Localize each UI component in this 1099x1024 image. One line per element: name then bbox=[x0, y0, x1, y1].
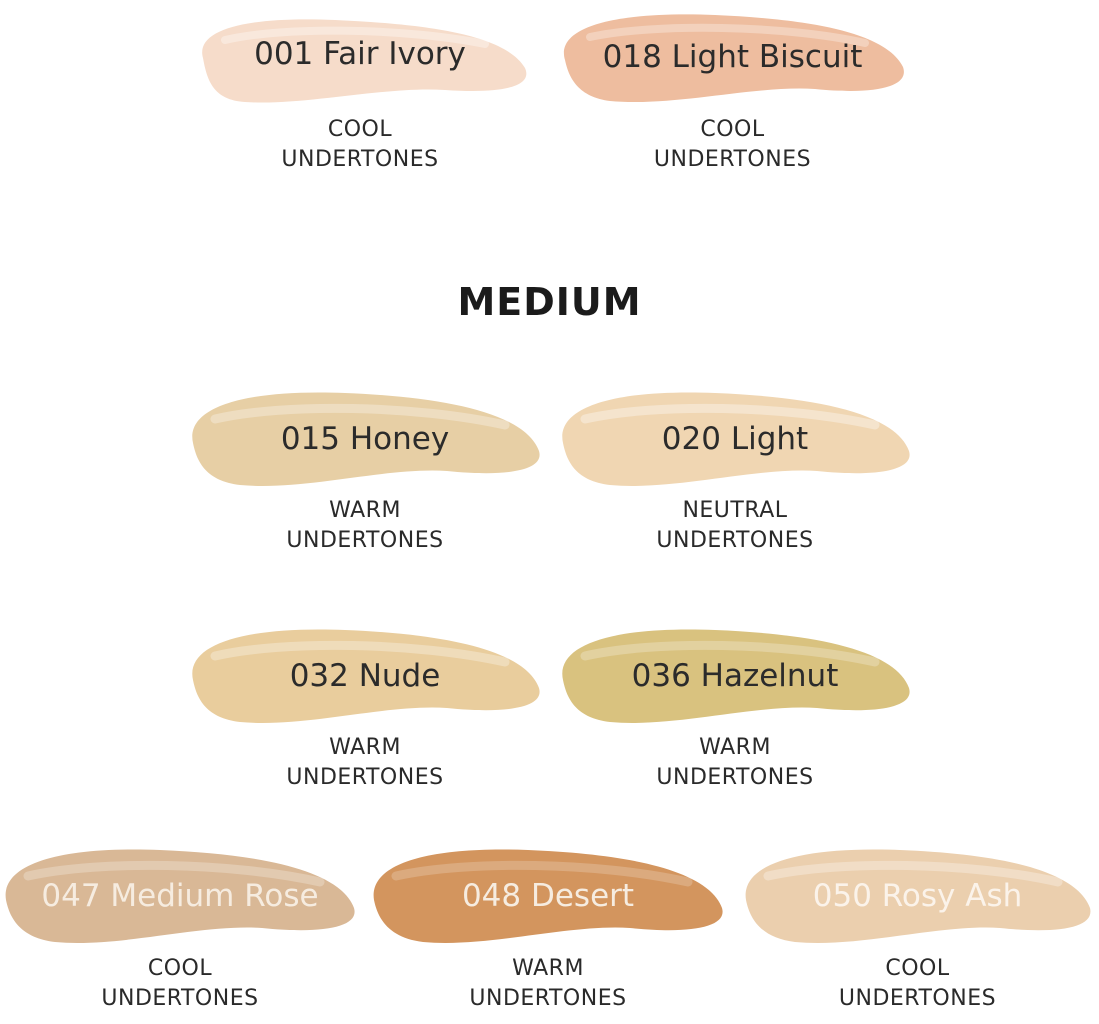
undertone-label: WARM UNDERTONES bbox=[286, 498, 444, 553]
swatch-card-015[interactable]: 015 Honey WARM UNDERTONES bbox=[185, 385, 545, 560]
swatch-shape bbox=[563, 14, 904, 103]
swatch-card-018[interactable]: 018 Light Biscuit COOL UNDERTONES bbox=[555, 5, 910, 180]
swatch-card-050[interactable]: 050 Rosy Ash COOL UNDERTONES bbox=[740, 842, 1095, 1017]
shade-name: 047 Medium Rose bbox=[41, 878, 319, 914]
swatch-shape bbox=[562, 629, 910, 723]
shade-name: 001 Fair Ivory bbox=[254, 36, 466, 72]
shade-name: 018 Light Biscuit bbox=[602, 39, 863, 75]
swatch-card-047[interactable]: 047 Medium Rose COOL UNDERTONES bbox=[0, 842, 360, 1017]
swatch-card-048[interactable]: 048 Desert WARM UNDERTONES bbox=[368, 842, 728, 1017]
swatch-shape bbox=[192, 629, 540, 723]
undertone-label: WARM UNDERTONES bbox=[656, 735, 814, 790]
shade-name: 015 Honey bbox=[280, 421, 450, 457]
shade-name: 050 Rosy Ash bbox=[812, 878, 1023, 914]
undertone-label: WARM UNDERTONES bbox=[469, 956, 627, 1011]
swatch-shape bbox=[562, 392, 910, 486]
shade-name: 048 Desert bbox=[461, 878, 635, 914]
swatch-shape bbox=[373, 849, 723, 943]
shade-name: 036 Hazelnut bbox=[631, 658, 839, 694]
undertone-label: COOL UNDERTONES bbox=[653, 117, 812, 172]
undertone-label: WARM UNDERTONES bbox=[286, 735, 444, 790]
swatch-smear: 036 Hazelnut bbox=[555, 622, 915, 727]
swatch-shape bbox=[192, 392, 540, 486]
shade-name: 020 Light bbox=[661, 421, 809, 457]
swatch-card-036[interactable]: 036 Hazelnut WARM UNDERTONES bbox=[555, 622, 915, 797]
swatch-smear: 018 Light Biscuit bbox=[555, 5, 910, 105]
swatch-shape bbox=[202, 19, 527, 103]
shade-name: 032 Nude bbox=[289, 658, 441, 694]
swatch-smear: 050 Rosy Ash bbox=[740, 842, 1095, 947]
swatch-smear: 001 Fair Ivory bbox=[185, 10, 535, 105]
swatch-smear: 015 Honey bbox=[185, 385, 545, 490]
swatch-card-001[interactable]: 001 Fair Ivory COOL UNDERTONES bbox=[185, 10, 535, 180]
swatch-smear: 032 Nude bbox=[185, 622, 545, 727]
swatch-card-032[interactable]: 032 Nude WARM UNDERTONES bbox=[185, 622, 545, 797]
swatch-smear: 020 Light bbox=[555, 385, 915, 490]
section-title: MEDIUM bbox=[457, 280, 642, 324]
undertone-label: NEUTRAL UNDERTONES bbox=[656, 498, 814, 553]
swatch-card-020[interactable]: 020 Light NEUTRAL UNDERTONES bbox=[555, 385, 915, 560]
swatch-shape bbox=[745, 849, 1091, 943]
swatch-smear: 047 Medium Rose bbox=[0, 842, 360, 947]
undertone-label: COOL UNDERTONES bbox=[281, 117, 439, 172]
swatch-smear: 048 Desert bbox=[368, 842, 728, 947]
undertone-label: COOL UNDERTONES bbox=[838, 956, 997, 1011]
swatch-shape bbox=[5, 849, 355, 943]
undertone-label: COOL UNDERTONES bbox=[101, 956, 259, 1011]
